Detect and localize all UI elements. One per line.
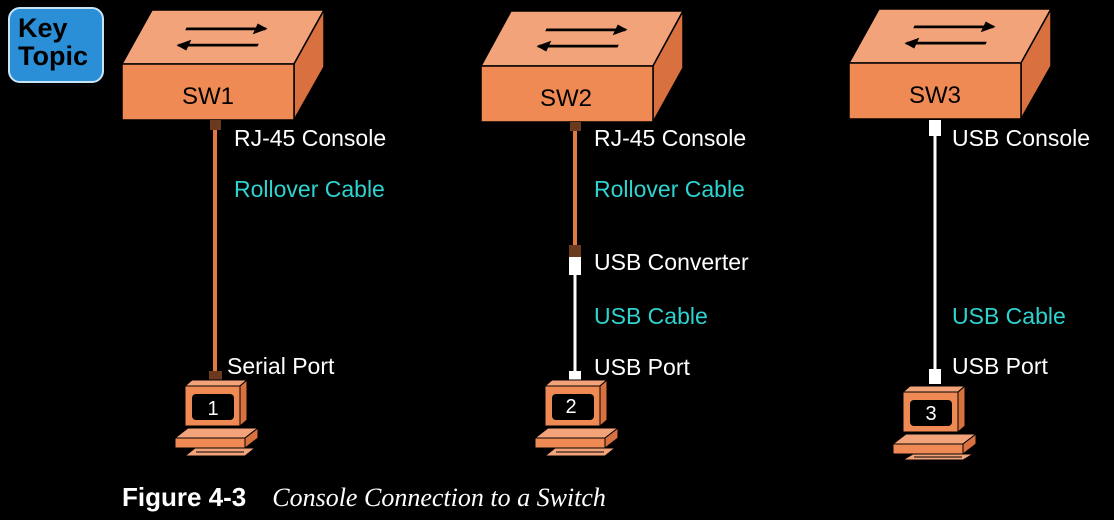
usb-converter-rj45-icon	[569, 245, 581, 257]
console-port-label: USB Console	[952, 125, 1090, 151]
key-topic-line2: Topic	[18, 41, 88, 71]
pc-port-label: USB Port	[594, 354, 690, 380]
pc-number-label: 2	[565, 396, 576, 418]
console-port-label: RJ-45 Console	[594, 125, 746, 151]
usb-converter-icon	[569, 257, 581, 275]
switch-label: SW1	[182, 83, 234, 110]
rj45-console-port-icon	[210, 120, 221, 130]
rj45-console-port-icon	[570, 122, 581, 131]
figure-number: Figure 4-3	[122, 482, 247, 512]
switch-arrows-icon	[176, 23, 268, 51]
converter-label: USB Converter	[594, 249, 749, 275]
cable-label: Rollover Cable	[234, 176, 385, 202]
switch-label: SW2	[540, 85, 592, 112]
pc-number-label: 1	[207, 398, 218, 420]
usb-cable-label: USB Cable	[952, 303, 1066, 329]
pc-port-label: USB Port	[952, 353, 1048, 379]
pc-icon	[173, 378, 260, 457]
key-topic-line1: Key	[18, 13, 68, 43]
pc-icon	[891, 384, 978, 461]
pc-number-label: 3	[925, 403, 936, 425]
usb-console-port-icon	[929, 120, 941, 136]
switch-sw1: SW1	[120, 7, 326, 123]
console-port-label: RJ-45 Console	[234, 125, 386, 151]
switch-arrows-icon	[904, 21, 996, 49]
key-topic-badge: Key Topic	[8, 7, 104, 83]
usb-cable-label: USB Cable	[594, 303, 708, 329]
switch-sw2: SW2	[479, 10, 685, 125]
switch-sw3: SW3	[847, 6, 1053, 122]
figure-title: Console Connection to a Switch	[272, 483, 606, 512]
figure-caption: Figure 4-3 Console Connection to a Switch	[122, 482, 606, 513]
pc-port-label: Serial Port	[227, 353, 335, 379]
pc-icon	[533, 378, 620, 457]
switch-arrows-icon	[536, 24, 628, 52]
cable-label: Rollover Cable	[594, 176, 745, 202]
usb-port-icon	[929, 369, 941, 384]
switch-label: SW3	[909, 82, 961, 109]
